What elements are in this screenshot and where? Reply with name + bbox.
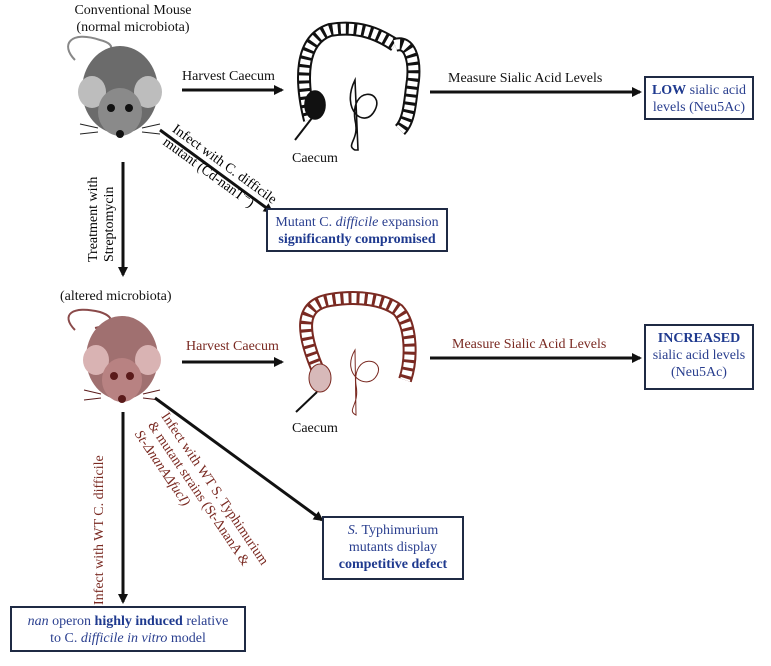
top-caecum-label: Caecum xyxy=(292,151,338,166)
altered-intestine-icon xyxy=(295,291,417,416)
bottom-measure-label: Measure Sialic Acid Levels xyxy=(452,337,607,352)
conventional-mouse-icon xyxy=(67,35,162,138)
top-harvest-label: Harvest Caecum xyxy=(182,69,275,84)
bottom-caecum-label: Caecum xyxy=(292,421,338,436)
treatment-label: Treatment with Streptomycin xyxy=(86,176,117,262)
normal-intestine-icon xyxy=(294,21,421,151)
altered-mouse-icon xyxy=(67,308,161,403)
st-mutant-box: S. Typhimurium mutants display competiti… xyxy=(322,516,464,580)
conventional-mouse-title: Conventional Mouse (normal microbiota) xyxy=(74,3,192,35)
mutant-expansion-box: Mutant C. difficile expansion significan… xyxy=(266,208,448,252)
altered-mouse-title: (altered microbiota) xyxy=(60,289,172,304)
increased-sialic-box: INCREASED sialic acid levels (Neu5Ac) xyxy=(644,324,754,390)
bottom-harvest-label: Harvest Caecum xyxy=(186,339,279,354)
nan-operon-box: nan operon highly induced relative to C.… xyxy=(10,606,246,652)
top-measure-label: Measure Sialic Acid Levels xyxy=(448,71,603,86)
low-sialic-box: LOW sialic acid levels (Neu5Ac) xyxy=(644,76,754,120)
infect-wt-cd-label: Infect with WT C. difficile xyxy=(92,455,107,605)
